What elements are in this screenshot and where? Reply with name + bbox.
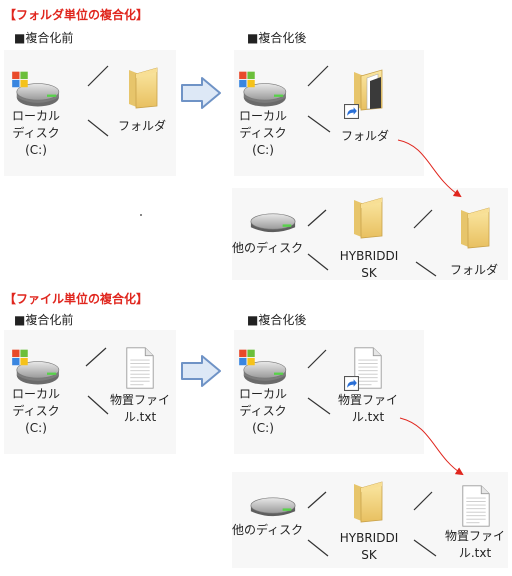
section2-after-shortcut-label: 物置ファイ ル.txt: [337, 393, 398, 424]
section2-before-drive-label: ローカル ディスク (C:): [11, 387, 60, 435]
section2-after-label: ■複合化後: [247, 313, 307, 327]
section1-before-drive-label: ローカル ディスク (C:): [11, 109, 60, 157]
windows-drive-icon[interactable]: [237, 346, 289, 390]
section2-other-disk-label: 他のディスク: [232, 523, 304, 537]
section1-other-disk-label: 他のディスク: [232, 241, 304, 255]
windows-drive-icon[interactable]: [10, 346, 62, 390]
section2-hybrid-label: HYBRIDDI SK: [339, 531, 399, 562]
hard-disk-icon[interactable]: [248, 208, 298, 237]
section2-moved-file-label: 物置ファイ ル.txt: [444, 529, 505, 560]
section1-title: 【フォルダ単位の複合化】: [4, 8, 149, 22]
folder-icon[interactable]: [455, 206, 495, 250]
right-arrow-icon: [180, 354, 222, 388]
section1-after-panel: [234, 50, 424, 176]
section1-after-drive-label: ローカル ディスク (C:): [238, 109, 287, 157]
hard-disk-icon[interactable]: [248, 492, 298, 521]
section1-after-shortcut-label: フォルダ: [341, 129, 390, 143]
section1-moved-folder-label: フォルダ: [450, 263, 499, 277]
section1-hybrid-label: HYBRIDDI SK: [339, 249, 399, 280]
section1-after-label: ■複合化後: [247, 31, 307, 45]
shortcut-icon: [344, 376, 359, 391]
text-file-icon[interactable]: [124, 346, 156, 390]
section1-before-folder-label: フォルダ: [118, 119, 167, 133]
folder-icon[interactable]: [348, 196, 388, 240]
right-arrow-icon: [180, 76, 222, 110]
section2-after-drive-label: ローカル ディスク (C:): [238, 387, 287, 435]
windows-drive-icon[interactable]: [237, 68, 289, 112]
section2-before-label: ■複合化前: [14, 313, 74, 327]
text-file-icon[interactable]: [460, 484, 492, 528]
windows-drive-icon[interactable]: [10, 68, 62, 112]
section2-after-panel: [234, 330, 424, 454]
shortcut-icon: [344, 104, 359, 119]
folder-icon[interactable]: [123, 66, 163, 110]
section2-title: 【ファイル単位の複合化】: [4, 292, 149, 306]
folder-shortcut-icon[interactable]: [348, 68, 388, 122]
section2-before-file-label: 物置ファイ ル.txt: [109, 393, 170, 424]
folder-icon[interactable]: [348, 480, 388, 524]
section1-before-label: ■複合化前: [14, 31, 74, 45]
stray-dot: [140, 214, 142, 216]
